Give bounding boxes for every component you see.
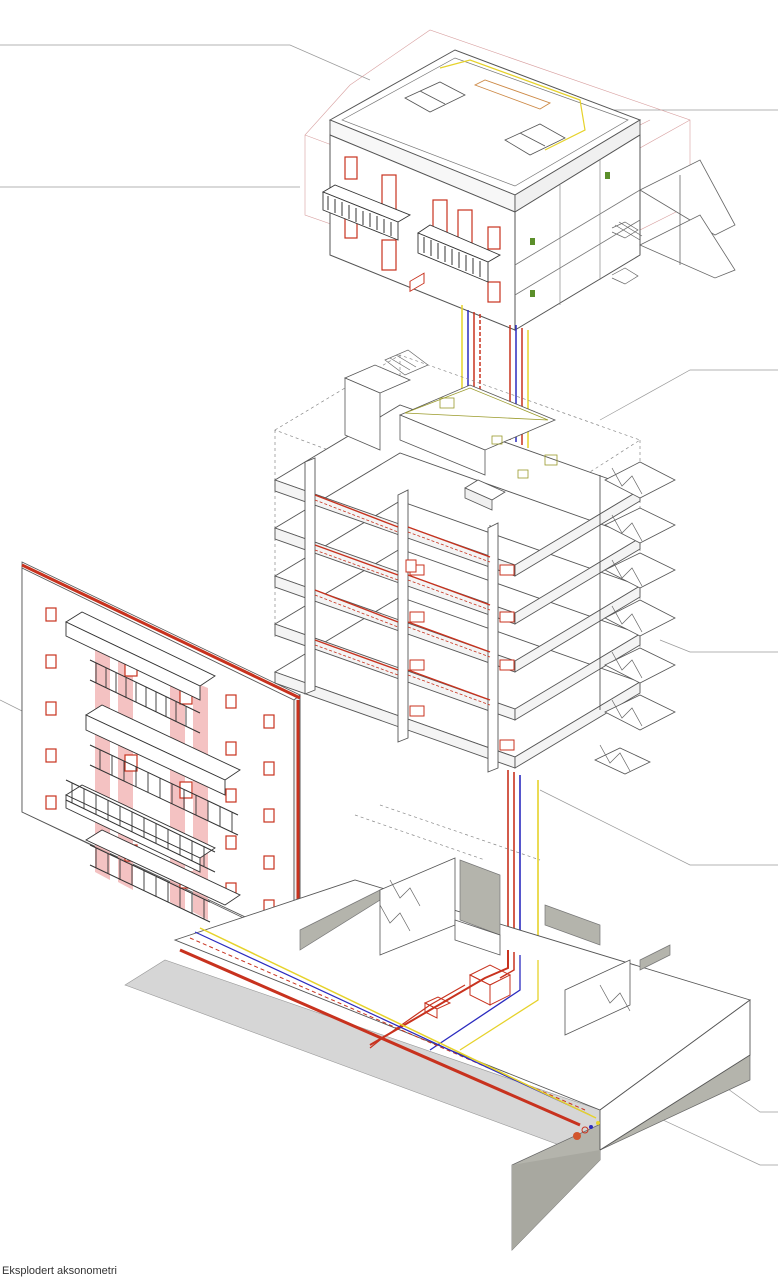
top-floor-module — [304, 29, 736, 331]
floor-slab — [273, 404, 642, 758]
leader-line-floors — [659, 639, 778, 653]
mains-pipes — [369, 950, 539, 1051]
leader-line-bathroom — [599, 369, 778, 421]
facade-panel — [21, 561, 301, 949]
bathroom-module — [343, 364, 557, 476]
leader-line-roof — [0, 44, 371, 81]
heating-pipes-floors — [314, 494, 491, 701]
vertical-risers-lower — [507, 770, 539, 960]
leader-line-risers — [539, 789, 778, 866]
basement-level — [124, 804, 751, 1251]
skylight — [404, 81, 566, 156]
service-lines — [179, 927, 597, 1127]
roof-vent-unit — [473, 79, 552, 110]
external-stair — [594, 461, 676, 775]
balcony — [65, 611, 241, 906]
typical-floors-block — [273, 272, 676, 775]
leader-line-mains — [619, 1099, 778, 1166]
drawing-caption: Eksplodert aksonometri — [2, 1265, 117, 1277]
radiator — [405, 272, 515, 751]
service-connection — [573, 1121, 600, 1140]
